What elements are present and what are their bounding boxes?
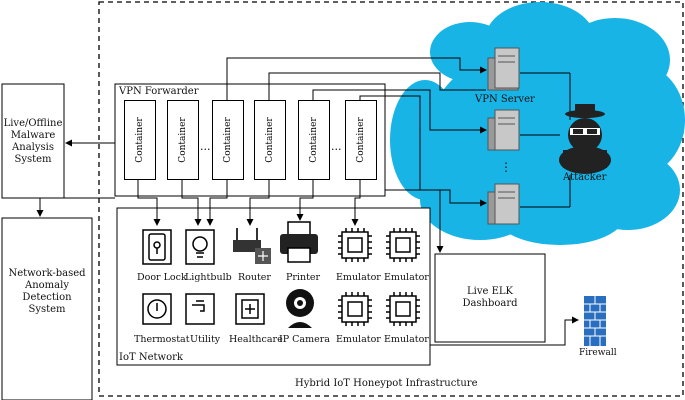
utility-icon: [185, 293, 215, 325]
firewall-icon: [584, 296, 606, 346]
emulator-chip-icon-2: [386, 228, 420, 262]
anomaly-detection-box: [1, 217, 93, 400]
vpn-server-icon: [487, 47, 520, 91]
attacker-icon: [559, 104, 611, 174]
container-1: Container: [124, 100, 156, 180]
emulator-chip-icon-1: [338, 228, 372, 262]
lightbulb-icon: [185, 229, 215, 265]
malware-analysis-box: [1, 83, 65, 199]
door-lock-icon: [142, 229, 172, 265]
arrow-to-firewall: [430, 316, 579, 346]
device-label-emulator-1: Emulator: [336, 272, 381, 283]
arrow-to-anomaly: [36, 197, 115, 217]
firewall-label: Firewall: [579, 348, 617, 358]
device-label-healthcare: Healthcare: [229, 334, 283, 345]
printer-icon: [280, 221, 318, 263]
device-label-emulator-2: Emulator: [384, 272, 429, 283]
container-5: Container: [298, 100, 330, 180]
container-server-links: [226, 57, 487, 207]
elk-dashboard-box: [434, 253, 546, 343]
device-label-router: Router: [238, 272, 271, 283]
infrastructure-label: Hybrid IoT Honeypot Infrastructure: [295, 378, 478, 389]
vpn-forwarder-title: VPN Forwarder: [119, 86, 199, 97]
container-device-links: [134, 174, 364, 226]
thermostat-icon: [142, 293, 172, 325]
device-label-door-lock: Door Lock: [137, 272, 187, 283]
honeypot-infrastructure-border: [98, 1, 684, 397]
device-label-emulator-3: Emulator: [336, 334, 381, 345]
device-label-lightbulb: Lightbulb: [185, 272, 232, 283]
server-icon-2: [487, 109, 520, 151]
server-attacker-links: [520, 72, 571, 208]
container-3: Container: [212, 100, 244, 180]
device-label-thermostat: Thermostat: [134, 334, 190, 345]
device-label-emulator-4: Emulator: [384, 334, 429, 345]
container-2: Container: [167, 100, 199, 180]
router-icon: [233, 228, 271, 264]
attacker-label: Attacker: [563, 172, 607, 183]
container-ellipsis-2: ...: [331, 140, 342, 153]
ip-camera-icon: [286, 289, 314, 328]
vpn-server-label: VPN Server: [475, 94, 535, 105]
server-icon-3: [487, 183, 520, 225]
iot-network-box: [116, 207, 431, 366]
iot-network-title: IoT Network: [119, 352, 183, 363]
container-ellipsis-1: ...: [200, 140, 211, 153]
device-label-ip-camera: IP Camera: [279, 334, 330, 345]
cloud-shape: [390, 2, 685, 245]
container-6: Container: [345, 100, 377, 180]
device-label-utility: Utility: [190, 334, 221, 345]
device-label-printer: Printer: [286, 272, 321, 283]
server-ellipsis: ⋮: [500, 160, 512, 174]
emulator-chip-icon-3: [338, 292, 372, 326]
emulator-chip-icon-4: [386, 292, 420, 326]
container-4: Container: [254, 100, 286, 180]
healthcare-icon: [235, 293, 265, 325]
